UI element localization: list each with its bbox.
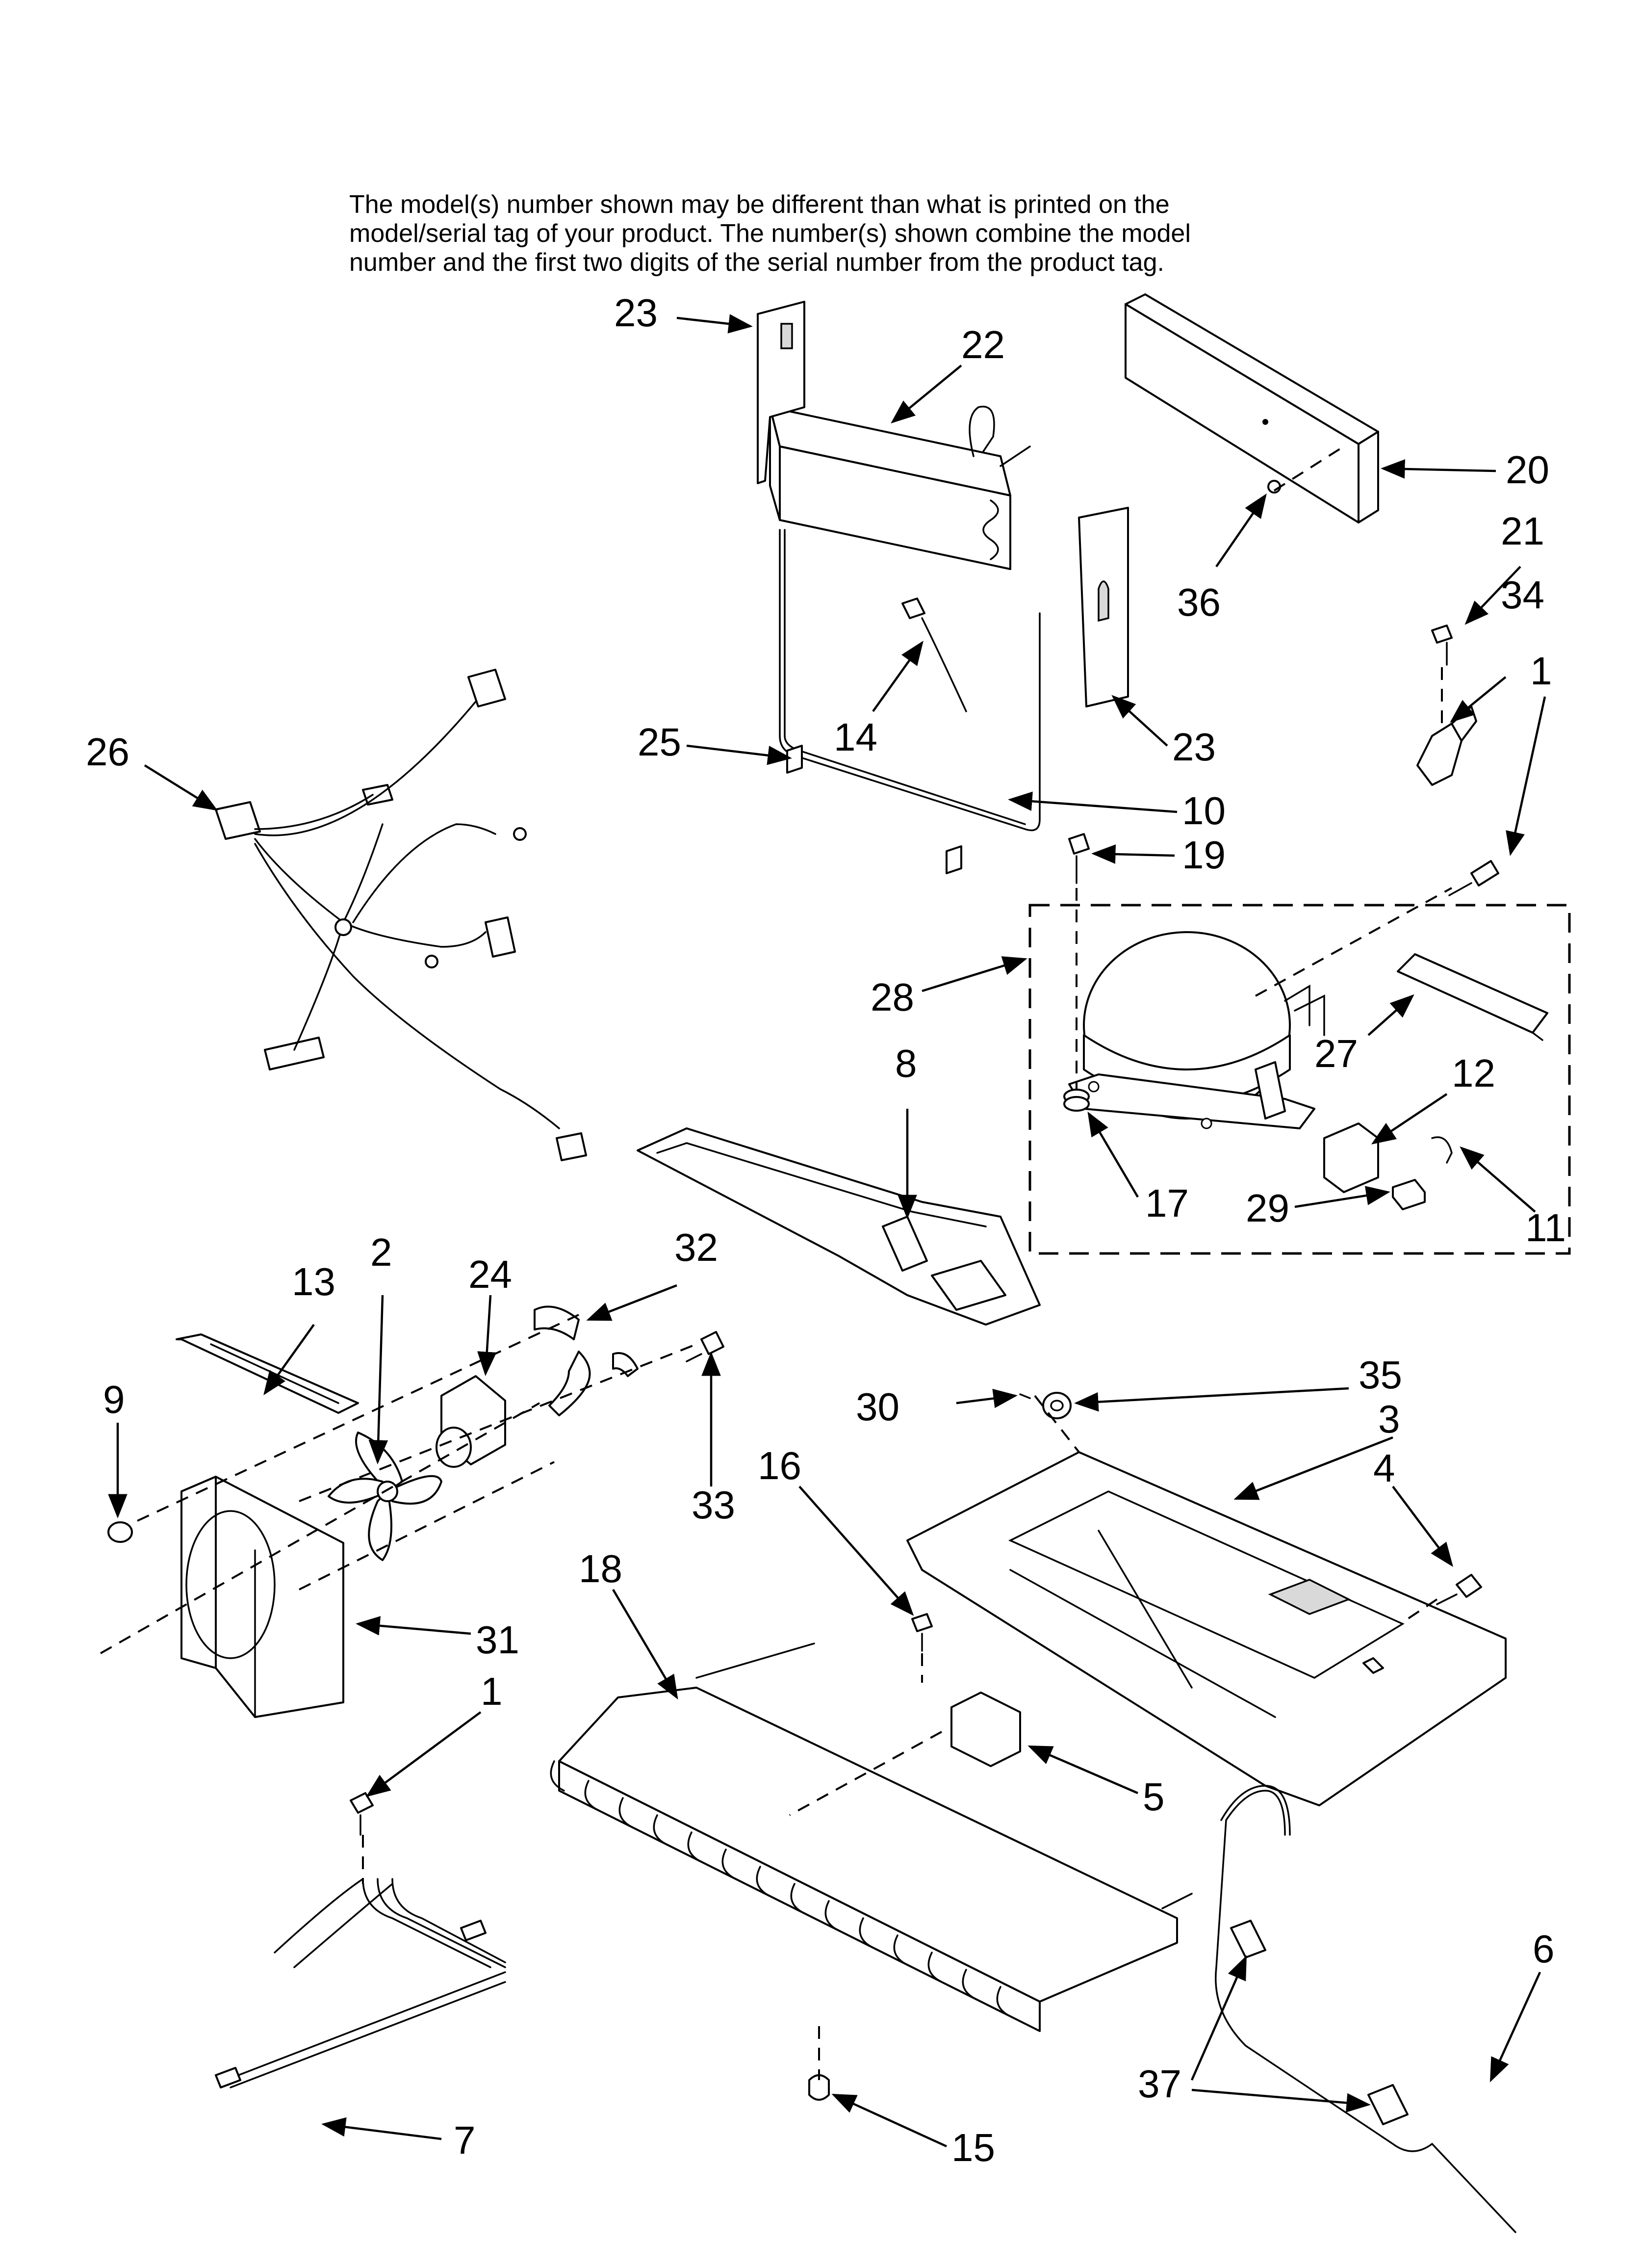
callout-20: 20 — [1506, 448, 1549, 492]
callout-30: 30 — [856, 1385, 899, 1429]
screw-part-19 — [1068, 833, 1090, 884]
callout-26: 26 — [86, 730, 129, 774]
callout-33: 33 — [692, 1483, 735, 1527]
screw-part-1-top — [1448, 860, 1499, 896]
callout-37: 37 — [1138, 2062, 1181, 2106]
grommet-part-17 — [1063, 1089, 1090, 1112]
evaporator-part-22 — [769, 406, 1031, 570]
callout-22: 22 — [961, 323, 1005, 366]
insulator-part-37-upper — [1230, 1920, 1266, 1958]
screw-part-21 — [1431, 625, 1453, 666]
callout-27: 27 — [1314, 1032, 1358, 1075]
callout-18: 18 — [579, 1547, 622, 1590]
base-tray-part-3 — [906, 1451, 1507, 1806]
note-line-3: number and the first two digits of the s… — [349, 248, 1164, 277]
callout-35: 35 — [1359, 1353, 1402, 1397]
explosion-lines — [100, 445, 1452, 2080]
clamp-part-32 — [534, 1305, 639, 1416]
insulation-block-part-5 — [950, 1692, 1021, 1767]
note-line-1: The model(s) number shown may be differe… — [349, 190, 1170, 219]
fan-motor-part-24 — [436, 1375, 506, 1468]
grommet-part-35 — [1042, 1392, 1072, 1419]
callout-28: 28 — [871, 975, 914, 1019]
callout-11: 11 — [1525, 1206, 1566, 1250]
callout-8: 8 — [895, 1042, 917, 1085]
callout-25: 25 — [638, 720, 681, 764]
relay-part-12 — [1323, 1122, 1379, 1193]
compressor-part-28 — [1068, 931, 1325, 1129]
callout-17: 17 — [1145, 1181, 1189, 1225]
screw-part-36 — [1267, 480, 1281, 494]
callout-10: 10 — [1182, 789, 1226, 833]
evaporator-cover-part-20 — [1125, 293, 1379, 523]
fan-shroud-part-31 — [180, 1476, 344, 1718]
filter-drier-part-27 — [1397, 953, 1548, 1041]
screw-part-33 — [686, 1331, 724, 1362]
callout-5: 5 — [1143, 1775, 1165, 1819]
callout-3: 3 — [1378, 1397, 1400, 1441]
wiring-harness-part-7 — [215, 1878, 506, 2088]
callout-36: 36 — [1177, 580, 1221, 624]
clip-part-11 — [1431, 1136, 1453, 1164]
callout-6: 6 — [1533, 1927, 1555, 1971]
bracket-part-34 — [1416, 705, 1477, 786]
evaporator-bracket-part-23-left — [757, 301, 805, 484]
drain-pan-part-8 — [637, 1127, 1041, 1326]
tube-part-6 — [1215, 1785, 1516, 2233]
callout-23-right: 23 — [1172, 725, 1216, 769]
compressor-assembly-box — [1028, 904, 1571, 1255]
callout-19: 19 — [1182, 833, 1226, 877]
callout-1-top: 1 — [1530, 649, 1552, 693]
insulator-part-37-lower — [1367, 2084, 1409, 2125]
callout-34: 34 — [1501, 573, 1544, 617]
callout-23-top: 23 — [614, 291, 658, 335]
callout-14: 14 — [834, 715, 877, 759]
overload-part-29 — [1392, 1179, 1426, 1210]
defrost-thermostat-part-14 — [901, 598, 967, 712]
model-number-note: The model(s) number shown may be differe… — [349, 190, 1379, 277]
callout-12: 12 — [1452, 1051, 1495, 1095]
defrost-heater-part-25 — [779, 529, 1041, 874]
note-line-2: model/serial tag of your product. The nu… — [349, 219, 1191, 248]
callout-21: 21 — [1501, 509, 1544, 553]
callout-15: 15 — [951, 2126, 995, 2169]
clip-part-15 — [808, 2074, 830, 2101]
callout-16: 16 — [758, 1444, 801, 1487]
plug-part-9 — [107, 1521, 133, 1543]
screw-part-1-bottom — [350, 1792, 374, 1836]
callout-32: 32 — [674, 1225, 718, 1269]
callout-29: 29 — [1246, 1186, 1289, 1230]
gasket-part-13 — [176, 1333, 359, 1414]
pin-part-30 — [1019, 1393, 1031, 1399]
leader-arrows — [108, 314, 1546, 2148]
callout-13: 13 — [292, 1260, 335, 1303]
callout-9: 9 — [103, 1378, 125, 1421]
screw-part-16 — [911, 1613, 933, 1652]
callout-1-bottom: 1 — [481, 1669, 503, 1713]
callout-numbers: 23 22 20 21 34 1 36 26 25 14 23 10 19 28… — [86, 291, 1566, 2169]
wiring-harness-part-26 — [215, 669, 587, 1161]
condenser-part-18 — [550, 1642, 1193, 2032]
callout-24: 24 — [468, 1252, 512, 1296]
screw-part-4 — [1436, 1574, 1482, 1605]
callout-2: 2 — [370, 1230, 392, 1274]
evaporator-bracket-part-23-right — [1078, 507, 1129, 707]
callout-4: 4 — [1373, 1446, 1395, 1490]
callout-31: 31 — [476, 1618, 519, 1662]
callout-7: 7 — [454, 2118, 476, 2162]
